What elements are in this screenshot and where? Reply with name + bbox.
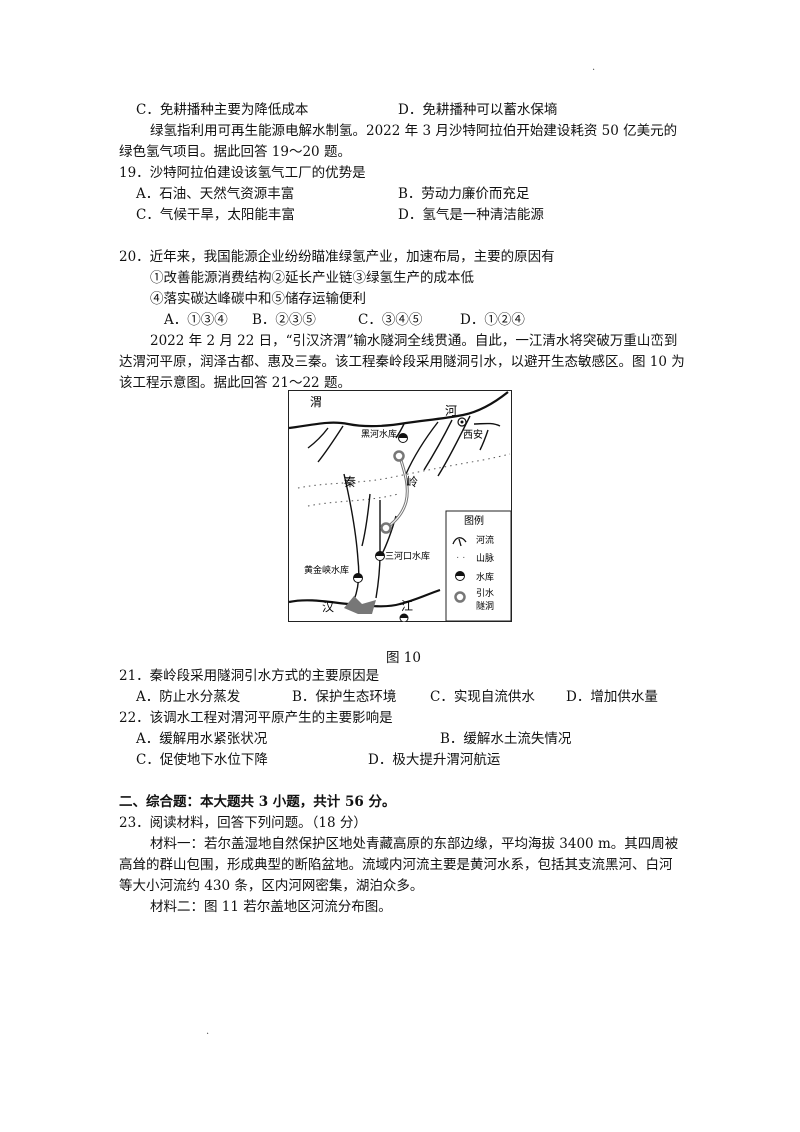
q20-items: ④落实碳达峰碳中和⑤储存运输便利 bbox=[150, 291, 366, 307]
q18-option-d: D．免耕播种可以蓄水保墒 bbox=[398, 102, 558, 118]
page-speck: . bbox=[206, 1026, 210, 1037]
q20-items: ①改善能源消费结构②延长产业链③绿氢生产的成本低 bbox=[150, 270, 474, 286]
q21-option-d: D．增加供水量 bbox=[566, 689, 658, 705]
river-line bbox=[361, 493, 371, 547]
q22-option-c: C．促使地下水位下降 bbox=[136, 752, 268, 768]
tributary-line bbox=[423, 419, 453, 471]
q22-option-b: B．缓解水土流失情况 bbox=[440, 731, 572, 747]
material-line: 高耸的群山包围，形成典型的断陷盆地。流域内河流主要是黄河水系，包括其支流黑河、白… bbox=[119, 857, 673, 873]
map-label-han: 汉 bbox=[322, 600, 334, 614]
han-river-line bbox=[288, 588, 441, 608]
legend-mountain: 山脉 bbox=[476, 552, 494, 563]
q22-option-d: D．极大提升渭河航运 bbox=[368, 752, 501, 768]
reservoir-icon bbox=[399, 613, 409, 622]
mountain-line bbox=[307, 493, 399, 507]
tunnel-marker-icon bbox=[393, 450, 405, 462]
reservoir-area bbox=[344, 596, 376, 614]
tributary-line bbox=[395, 423, 405, 439]
tributary-line bbox=[479, 429, 489, 451]
q20-stem: 20．近年来，我国能源企业纷纷瞄准绿氢产业，加速布局，主要的原因有 bbox=[119, 249, 555, 265]
q21-option-b: B．保护生态环境 bbox=[292, 689, 397, 705]
section-title: 二、综合题：本大题共 3 小题，共计 56 分。 bbox=[119, 794, 396, 810]
q20-option-a: A．①③④ bbox=[164, 312, 228, 328]
q21-option-c: C．实现自流供水 bbox=[430, 689, 535, 705]
reservoir-icon bbox=[353, 573, 363, 583]
material-line: 材料一：若尔盖湿地自然保护区地处青藏高原的东部边缘，平均海拔 3400 m。其四… bbox=[150, 836, 679, 852]
legend-reservoir: 水库 bbox=[476, 571, 494, 582]
tributary-line bbox=[473, 422, 501, 427]
legend-river: 河流 bbox=[476, 534, 494, 545]
map-label-jiang: 江 bbox=[401, 599, 413, 613]
q18-option-c: C．免耕播种主要为降低成本 bbox=[136, 102, 309, 118]
q21-stem: 21．秦岭段采用隧洞引水方式的主要原因是 bbox=[119, 668, 380, 684]
q21-option-a: A．防止水分蒸发 bbox=[136, 689, 241, 705]
map-label-huangjinxia-reservoir: 黄金峡水库 bbox=[304, 564, 349, 575]
reservoir-icon bbox=[375, 551, 385, 561]
q23-stem: 23．阅读材料，回答下列问题。（18 分） bbox=[119, 815, 367, 831]
map-legend: 图例 河流 · · 山脉 水库 引水 隧洞 bbox=[445, 510, 512, 622]
river-line bbox=[343, 473, 360, 601]
river-legend-icon bbox=[452, 537, 467, 547]
q19-option-c: C．气候干旱，太阳能丰富 bbox=[136, 207, 295, 223]
q22-option-a: A．缓解用水紧张状况 bbox=[136, 731, 268, 747]
q19-option-d: D．氢气是一种清洁能源 bbox=[398, 207, 544, 223]
q20-option-c: C．③④⑤ bbox=[358, 312, 423, 328]
map-label-he: 河 bbox=[445, 404, 457, 418]
qinling-mountain-line bbox=[297, 453, 511, 489]
reservoir-icon bbox=[398, 433, 408, 443]
legend-tunnel: 隧洞 bbox=[476, 600, 494, 611]
map-label-xian: 西安 bbox=[463, 428, 483, 441]
tributary-line bbox=[317, 425, 344, 463]
material-line: 该工程示意图。据此回答 21～22 题。 bbox=[119, 375, 351, 391]
tributary-line bbox=[307, 427, 329, 449]
map-label-heihe-reservoir: 黑河水库 bbox=[361, 428, 397, 439]
material-line: 绿氢指利用可再生能源电解水制氢。2022 年 3 月沙特阿拉伯开始建设耗资 50… bbox=[150, 123, 678, 139]
tunnel-legend-icon bbox=[454, 591, 466, 603]
map-label-sanhekou-reservoir: 三河口水库 bbox=[385, 550, 430, 561]
material-line: 2022 年 2 月 22 日，“引汉济渭”输水隧洞全线贯通。自此，一江清水将突… bbox=[150, 333, 678, 349]
q19-stem: 19．沙特阿拉伯建设该氢气工厂的优势是 bbox=[119, 165, 366, 181]
figure-10-map: 渭 河 西安 黑河水库 秦 岭 三河口水库 黄金峡水库 汉 江 图例 河流 · … bbox=[288, 390, 512, 622]
tunnel-marker-icon bbox=[380, 522, 392, 534]
q20-option-b: B．②③⑤ bbox=[252, 312, 316, 328]
figure-caption: 图 10 bbox=[386, 650, 421, 666]
q19-option-b: B．劳动力廉价而充足 bbox=[398, 186, 530, 202]
legend-title: 图例 bbox=[464, 514, 484, 527]
map-label-wei: 渭 bbox=[310, 395, 322, 409]
material-line: 绿色氢气项目。据此回答 19～20 题。 bbox=[119, 144, 351, 160]
q19-option-a: A．石油、天然气资源丰富 bbox=[136, 186, 295, 202]
mountain-legend-icon: · · bbox=[456, 552, 465, 563]
material-line: 等大小河流约 430 条，区内河网密集，湖泊众多。 bbox=[119, 878, 424, 894]
tributary-line bbox=[405, 421, 439, 475]
q20-option-d: D．①②④ bbox=[460, 312, 525, 328]
map-label-ling: 岭 bbox=[406, 475, 418, 489]
wei-river-line bbox=[288, 391, 509, 430]
tributary-line bbox=[437, 415, 471, 477]
reservoir-legend-icon bbox=[455, 571, 465, 581]
legend-box bbox=[445, 510, 512, 622]
q22-stem: 22．该调水工程对渭河平原产生的主要影响是 bbox=[119, 710, 393, 726]
tunnel-line-inner bbox=[385, 453, 408, 529]
material-line: 材料二：图 11 若尔盖地区河流分布图。 bbox=[150, 899, 392, 915]
material-line: 达渭河平原，润泽古都、惠及三秦。该工程秦岭段采用隧洞引水，以避开生态敏感区。图 … bbox=[119, 354, 685, 370]
legend-tunnel: 引水 bbox=[476, 587, 494, 598]
map-label-qin: 秦 bbox=[344, 475, 356, 489]
page-speck: . bbox=[592, 62, 596, 73]
